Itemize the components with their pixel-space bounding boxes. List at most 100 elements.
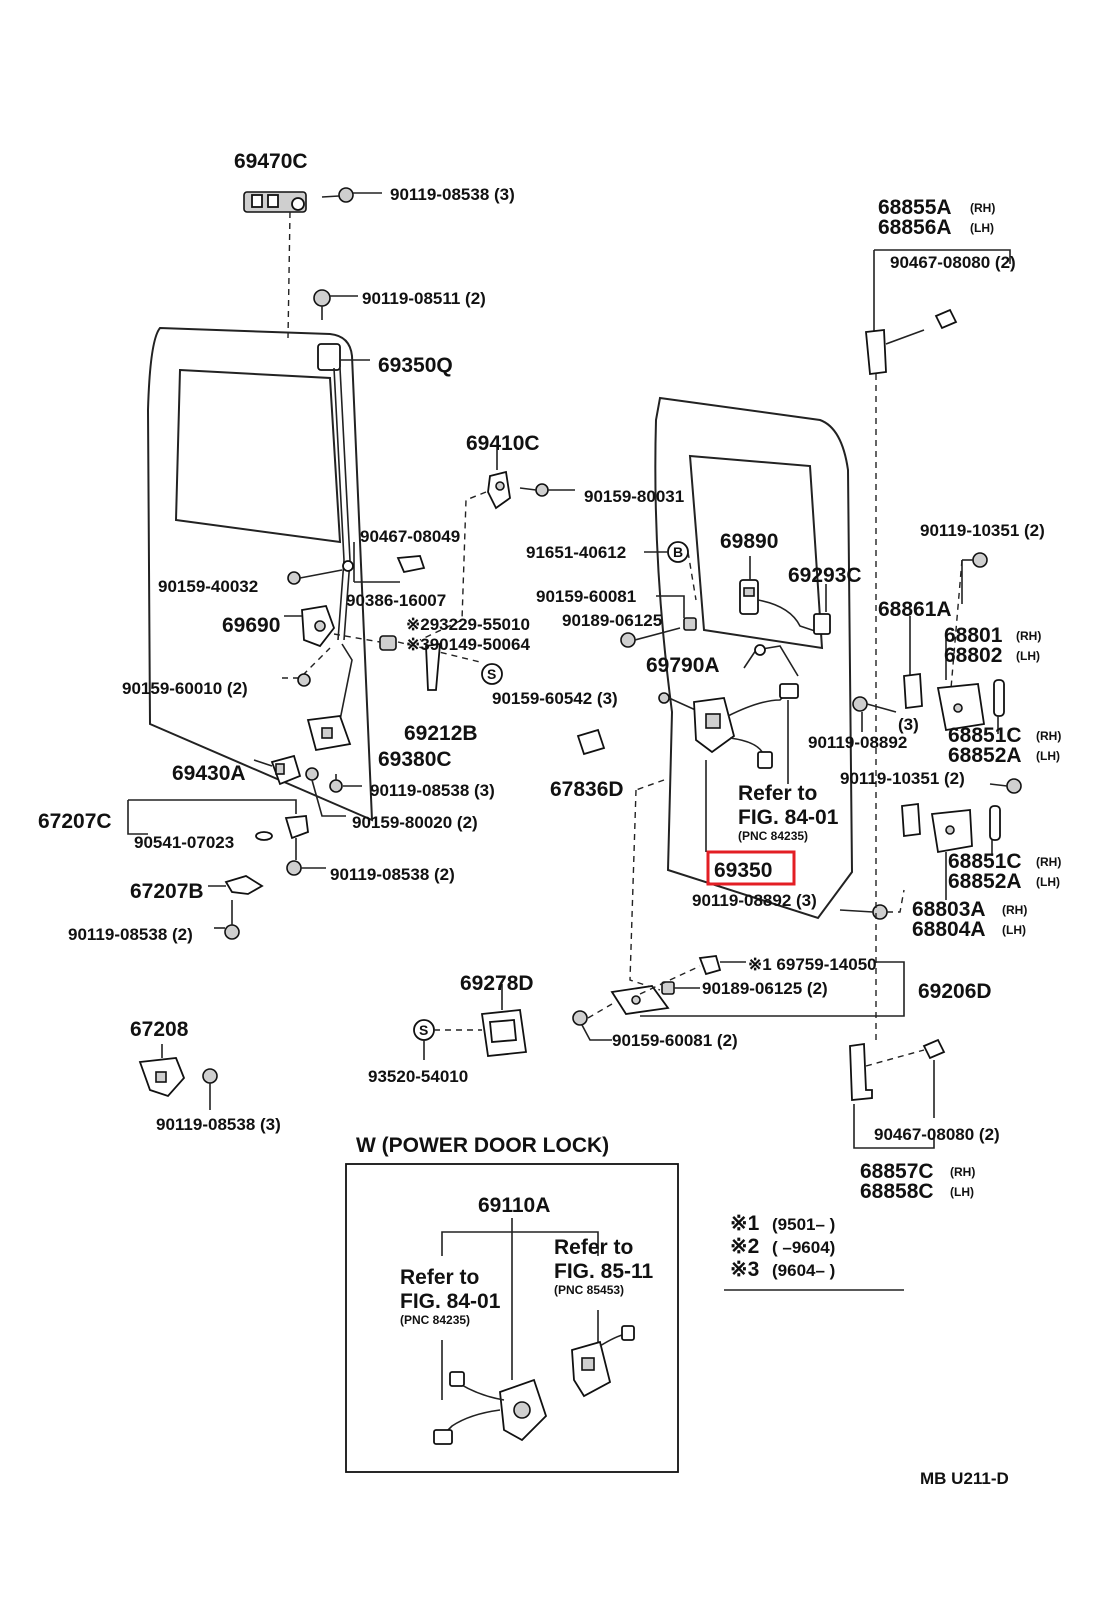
- note2-text: ( –9604): [772, 1238, 835, 1257]
- label-90119-08538-2b: 90119-08538 (2): [68, 925, 193, 944]
- clip-90467-08080-a-icon: [934, 308, 958, 330]
- note3-text: (9604– ): [772, 1261, 835, 1280]
- label-90119-08538-top: 90119-08538 (3): [390, 185, 515, 204]
- label-68858c: 68858C: [860, 1180, 934, 1203]
- grommet-90386-icon: [379, 635, 397, 651]
- label-93520: 93520-54010: [368, 1067, 468, 1086]
- label-3: (3): [898, 715, 919, 734]
- clip-90467-08049-icon: [396, 555, 426, 574]
- s-mark-left-icon: [481, 663, 503, 685]
- label-90159-80020: 90159-80020 (2): [352, 813, 478, 832]
- note3-mark: ※3: [730, 1258, 759, 1281]
- hinge-68803a-icon: [930, 809, 973, 854]
- ref1-pnc: (PNC 84235): [738, 829, 808, 843]
- lock-69690-icon: [284, 604, 336, 648]
- label-90159-60081-b: 90159-60081 (2): [612, 1031, 738, 1050]
- fastener-90541-icon: [255, 831, 273, 841]
- label-68855a-rh: (RH): [970, 201, 995, 215]
- bracket-68861a-icon: [903, 672, 923, 710]
- rod-69790a-icon: [743, 644, 799, 677]
- right-door-panel: [654, 396, 854, 920]
- trim-67836d-icon: [576, 728, 606, 756]
- pin-68851c-b-icon: [989, 805, 1001, 841]
- label-90386-16007: 90386-16007: [346, 591, 446, 610]
- highlight-69350-box: [706, 850, 796, 886]
- label-67836d: 67836D: [550, 778, 624, 801]
- label-90159-40032: 90159-40032: [158, 577, 258, 596]
- label-69293c: 69293C: [788, 564, 862, 587]
- lock-rod-69350q-icon: [317, 343, 370, 641]
- label-68851c-a: 68851C: [948, 724, 1022, 747]
- label-67207b: 67207B: [130, 880, 204, 903]
- label-68851c-b: 68851C: [948, 850, 1022, 873]
- label-90119-08511: 90119-08511 (2): [362, 289, 486, 308]
- label-90159-60081-a: 90159-60081: [536, 587, 636, 606]
- label-68801-rh: (RH): [1016, 629, 1041, 643]
- label-68857c-rh: (RH): [950, 1165, 975, 1179]
- screw-90189-06125-icon: [620, 627, 681, 648]
- hinge-69206d-icon: [610, 985, 670, 1015]
- label-69212b: 69212B: [404, 722, 478, 745]
- screw-90159-80031-icon: [519, 483, 549, 497]
- label-90119-08538-2a: 90119-08538 (2): [330, 865, 455, 884]
- ref1-line1: Refer to: [738, 782, 817, 805]
- striker-68855a-icon: [865, 328, 925, 376]
- s-mark-93520-label: S: [419, 1022, 428, 1038]
- label-68857c: 68857C: [860, 1160, 934, 1183]
- label-90119-08892-b: 90119-08892: [808, 733, 907, 752]
- label-68801: 68801: [944, 624, 1003, 647]
- right-door-window: [688, 454, 824, 650]
- screw-90159-60081-b-icon: [572, 1010, 612, 1041]
- label-69430a: 69430A: [172, 762, 246, 785]
- ref2-line1: Refer to: [400, 1266, 479, 1289]
- left-door-panel: [146, 326, 374, 822]
- label-68855a: 68855A: [878, 196, 952, 219]
- door-lock-motor-icon: [433, 1371, 548, 1445]
- label-90467-08080-a: 90467-08080 (2): [890, 253, 1016, 272]
- label-90119-10351-b: 90119-10351 (2): [840, 769, 965, 788]
- label-90119-08892-a: 90119-08892 (3): [692, 891, 817, 910]
- bolt-90119-08538-2b-icon: [224, 900, 240, 940]
- label-69350: 69350: [714, 859, 772, 882]
- b-mark-label: B: [673, 544, 683, 560]
- label-67207c: 67207C: [38, 810, 112, 833]
- label-169759: ※1 69759-14050: [748, 955, 877, 974]
- cable-69293c-icon: [757, 599, 831, 635]
- bolt-90119-10351-b-icon: [1006, 778, 1022, 794]
- bolt-90119-08538-top-icon: [321, 187, 354, 203]
- note1-mark: ※1: [730, 1212, 760, 1235]
- label-68803a: 68803A: [912, 898, 986, 921]
- handle-69278d-icon: [480, 1009, 528, 1057]
- label-68804a-lh: (LH): [1002, 923, 1026, 937]
- label-68802-lh: (LH): [1016, 649, 1040, 663]
- label-68851c-b-rh: (RH): [1036, 855, 1061, 869]
- label-68858c-lh: (LH): [950, 1185, 974, 1199]
- clip-67207c-icon: [284, 815, 309, 840]
- label-69278d: 69278D: [460, 972, 534, 995]
- label-68804a: 68804A: [912, 918, 986, 941]
- footer-code: MB U211-D: [920, 1469, 1009, 1488]
- rod-69212b-icon: [425, 642, 441, 691]
- label-90189-06125-a: 90189-06125: [562, 611, 662, 630]
- bracket-67208-icon: [138, 1057, 186, 1098]
- label-68861a: 68861A: [878, 598, 952, 621]
- actuator-69890-icon: [739, 579, 759, 615]
- label-69380c: 69380C: [378, 748, 452, 771]
- label-68856a-lh: (LH): [970, 221, 994, 235]
- label-68802: 68802: [944, 644, 1002, 667]
- bolt-169759-icon: [698, 955, 746, 976]
- label-68852a-b: 68852A: [948, 870, 1022, 893]
- bracket-69410c-icon: [487, 470, 511, 510]
- label-90467-08049: 90467-08049: [360, 527, 460, 546]
- screw-90119-08892-b-icon: [852, 696, 897, 713]
- label-69110a: 69110A: [478, 1194, 550, 1217]
- clip-90467-08080-b-icon: [922, 1038, 946, 1060]
- left-door-window: [174, 368, 342, 544]
- bolt-90119-08538-3b-icon: [202, 1068, 218, 1110]
- label-69470c: 69470C: [234, 150, 308, 173]
- label-90467-08080-b: 90467-08080 (2): [874, 1125, 1000, 1144]
- screw-90159-60010-icon: [297, 673, 311, 687]
- label-68852a-a-lh: (LH): [1036, 749, 1060, 763]
- label-390149: ※390149-50064: [406, 635, 530, 654]
- striker-68857c-icon: [849, 1042, 873, 1101]
